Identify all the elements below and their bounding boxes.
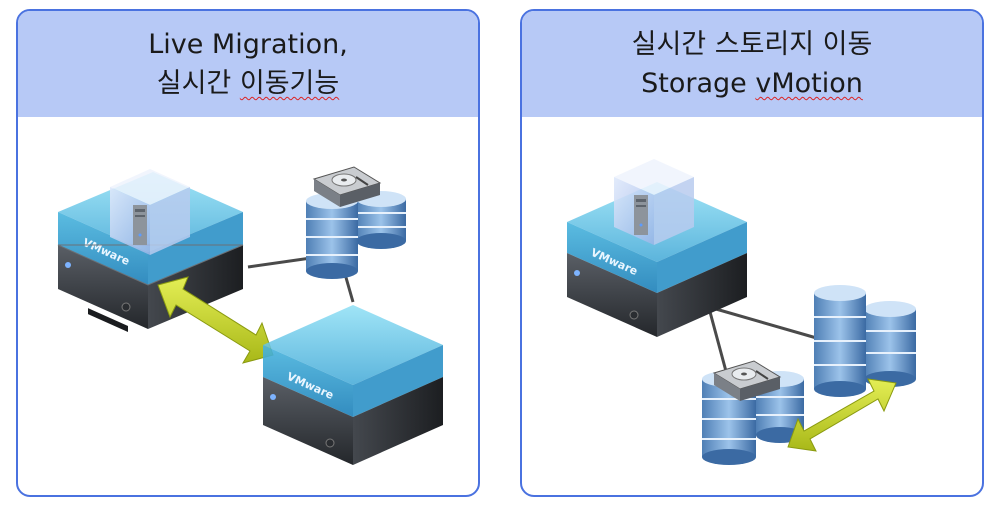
panel-title-line2: 실시간 이동기능: [157, 64, 339, 103]
live-migration-diagram: VMware: [18, 117, 478, 495]
virtual-machine-cube: [614, 159, 694, 245]
hard-drive-icon: [712, 360, 782, 401]
vmware-server-target: VMware: [263, 305, 443, 465]
panel-title-line2: Storage vMotion: [641, 64, 863, 103]
source-storage-disks: [702, 360, 804, 465]
panel-title-line1: Live Migration,: [148, 29, 348, 60]
connection-line: [701, 303, 821, 341]
virtual-machine-cube: [110, 169, 190, 255]
panel-header: 실시간 스토리지 이동 Storage vMotion: [522, 11, 982, 117]
title-marked-word: 이동기능: [239, 68, 340, 99]
hard-drive-icon: [312, 166, 382, 207]
storage-migration-double-arrow: [787, 378, 897, 452]
title-marked-word: vMotion: [755, 68, 863, 99]
panel-header: Live Migration, 실시간 이동기능: [18, 11, 478, 117]
shared-storage-disks: [306, 166, 406, 279]
title-prefix: 실시간: [156, 68, 240, 99]
live-migration-panel: Live Migration, 실시간 이동기능: [16, 9, 480, 497]
storage-vmotion-diagram: VMware: [522, 117, 982, 495]
target-storage-disks: [814, 285, 916, 397]
title-prefix: Storage: [641, 68, 756, 99]
panel-title-line1: 실시간 스토리지 이동: [631, 29, 873, 60]
storage-vmotion-panel: 실시간 스토리지 이동 Storage vMotion VMware: [520, 9, 984, 497]
